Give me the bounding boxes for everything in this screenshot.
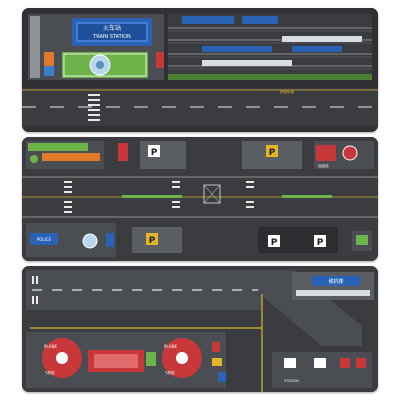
parking-sign: P — [149, 236, 156, 246]
road-tag: 铁路轨道 — [280, 89, 294, 94]
building-icon — [118, 143, 128, 161]
parking-sign: P — [151, 148, 158, 158]
police-label: POLICE — [37, 237, 52, 242]
train-icon — [282, 36, 362, 42]
parking-lot — [140, 141, 186, 169]
train-icon — [202, 60, 292, 66]
plane-sub-left: 飞机场 — [44, 370, 55, 375]
station-sign-cn: 火车站 — [103, 24, 121, 32]
parking-sign: P — [269, 148, 276, 158]
station-sign-en: TRAIN STATION — [92, 34, 131, 40]
kiosk-icon — [44, 52, 54, 66]
intersection — [203, 184, 221, 204]
bottom-play-mat: 候机楼 PLANE 飞机场 PLANE 飞机场 STATION — [22, 266, 378, 392]
vehicle-icon — [212, 342, 220, 352]
bus-icon — [42, 153, 100, 161]
plane-label-left: PLANE — [44, 344, 57, 349]
police-station-icon — [30, 233, 58, 245]
parking-sign: P — [271, 238, 278, 248]
plane-sub-right: 飞机场 — [164, 370, 175, 375]
taxiway — [262, 270, 362, 346]
crosswalk — [88, 94, 100, 121]
airport-tag: 候机楼 — [328, 278, 343, 285]
station-label: STATION — [284, 379, 299, 383]
gas-station-icon — [316, 145, 336, 161]
station-tag: 加油站 — [318, 163, 329, 168]
crosswalk — [64, 181, 254, 213]
runway — [26, 270, 262, 310]
parking-sign: P — [317, 238, 324, 248]
middle-play-mat: P P 加油站 POLICE — [22, 137, 378, 261]
top-play-mat: 火车站 TRAIN STATION — [22, 8, 378, 132]
vending-icon — [156, 52, 164, 68]
platform-roof — [182, 16, 234, 24]
plane-label-right: PLANE — [164, 344, 177, 349]
